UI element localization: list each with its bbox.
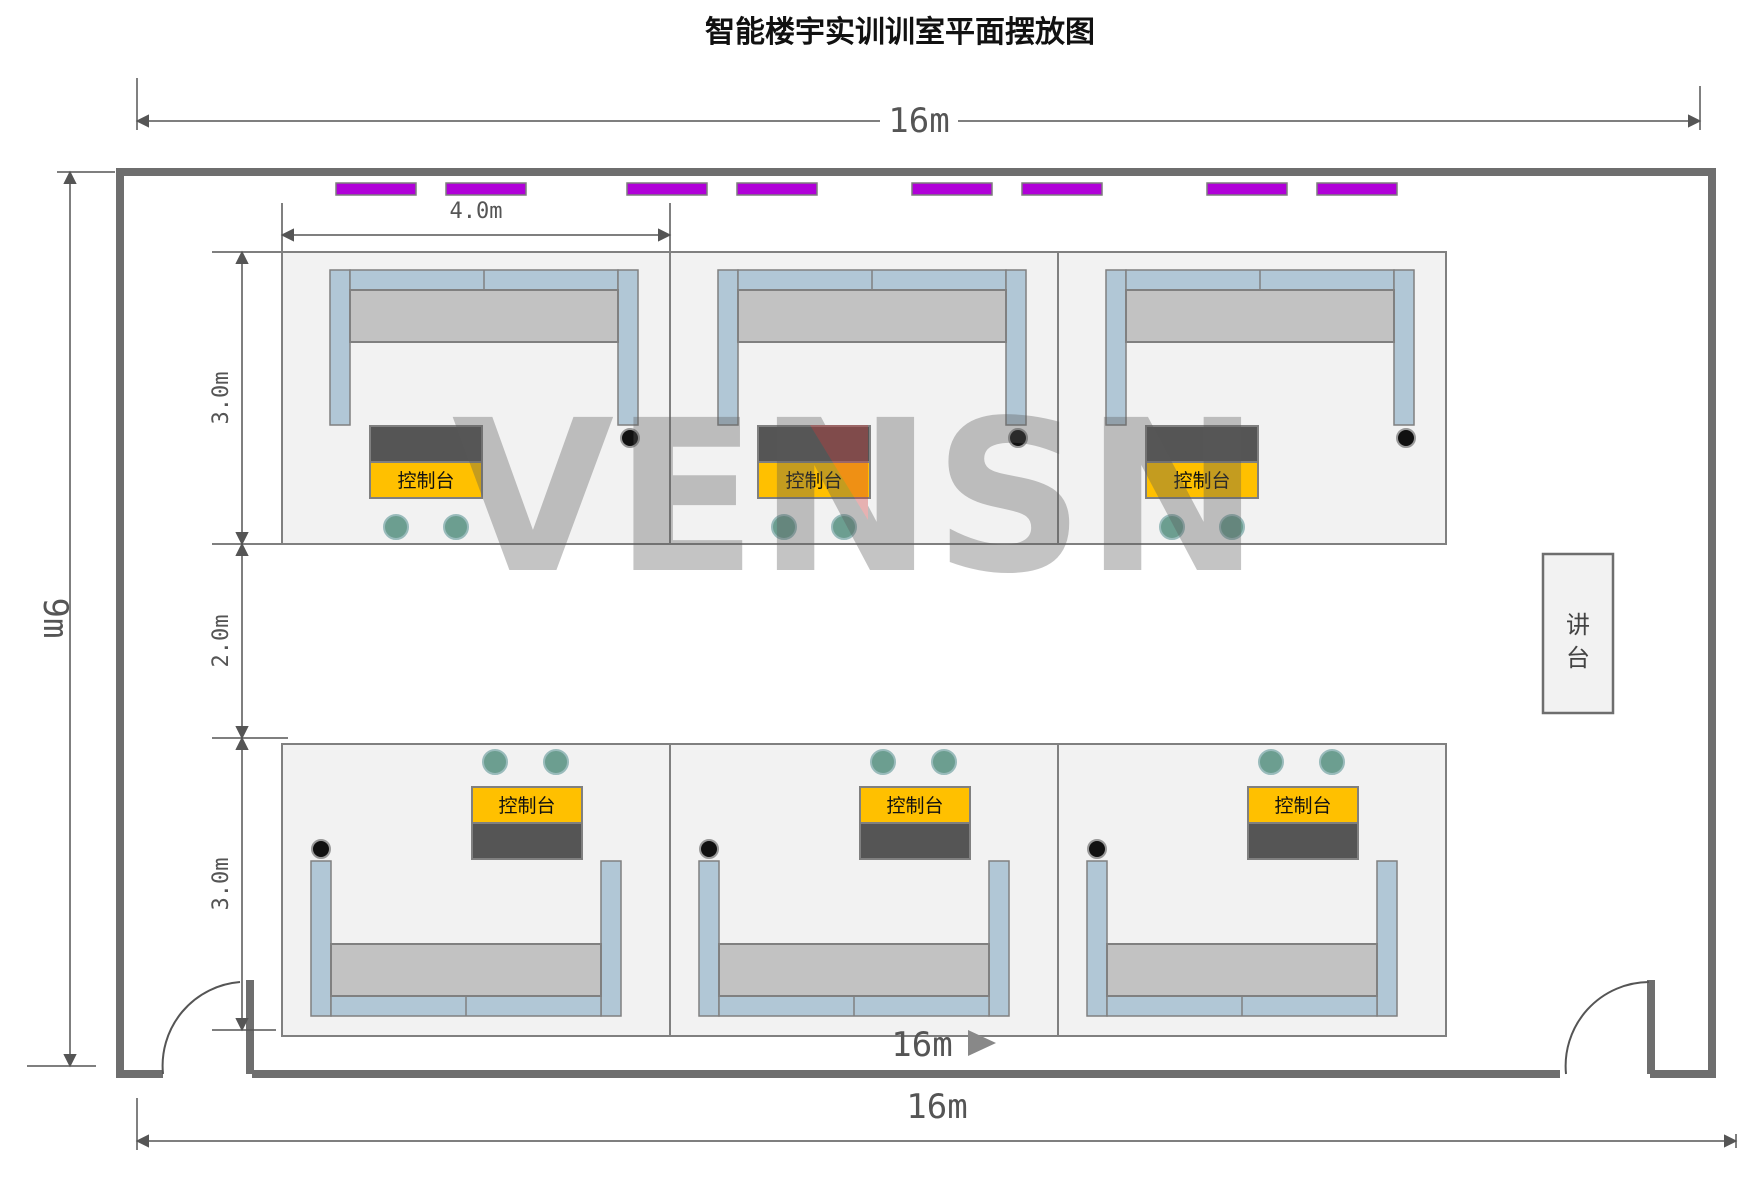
room-walls bbox=[116, 168, 1716, 1078]
ceiling-light bbox=[626, 182, 708, 196]
console-label: 控制台 bbox=[397, 470, 454, 492]
workbench bbox=[1125, 289, 1395, 343]
camera-icon bbox=[311, 839, 331, 859]
console-base bbox=[757, 425, 871, 463]
console-top bbox=[1247, 786, 1359, 824]
aisle-width-label: 2.0m bbox=[209, 615, 234, 668]
ceiling-light bbox=[736, 182, 818, 196]
camera-icon bbox=[1396, 428, 1416, 448]
console-label: 控制台 bbox=[785, 470, 842, 492]
console-base bbox=[1145, 425, 1259, 463]
wall-panel-right bbox=[600, 860, 622, 1017]
workbench bbox=[1106, 943, 1378, 997]
page-title: 智能楼宇实训训室平面摆放图 bbox=[705, 15, 1095, 50]
dimension-top: 16m bbox=[135, 78, 1702, 141]
console-label: 控制台 bbox=[498, 795, 555, 817]
workstation: 控制台 bbox=[669, 251, 1059, 545]
workstation-row-bottom: 控制台 控制台 控制台 bbox=[281, 743, 1447, 1037]
console-label: 控制台 bbox=[1173, 470, 1230, 492]
room-width-inner-label: 16m bbox=[891, 1025, 952, 1065]
workbench bbox=[718, 943, 990, 997]
camera-icon bbox=[699, 839, 719, 859]
door-right bbox=[1564, 981, 1650, 1075]
wall-panel-left bbox=[310, 860, 332, 1017]
ceiling-light bbox=[335, 182, 417, 196]
stool bbox=[482, 749, 508, 775]
console-top bbox=[1145, 461, 1259, 499]
workbench bbox=[330, 943, 602, 997]
wall-panel-left bbox=[329, 269, 351, 426]
stool bbox=[1319, 749, 1345, 775]
watermark-accent bbox=[810, 425, 868, 520]
wall-panel-left bbox=[1086, 860, 1108, 1017]
bottom-row-depth-label: 3.0m bbox=[209, 858, 234, 911]
workstation: 控制台 bbox=[1057, 251, 1447, 545]
workstation-row-top: 控制台 控制台 控制台 bbox=[281, 251, 1447, 545]
console-base bbox=[1247, 822, 1359, 860]
dimension-bottom: 16m bbox=[135, 1087, 1738, 1150]
stool bbox=[931, 749, 957, 775]
stool bbox=[1258, 749, 1284, 775]
ceiling-light bbox=[911, 182, 993, 196]
workstation: 控制台 bbox=[1057, 743, 1447, 1037]
wall-panel-right bbox=[617, 269, 639, 426]
stool bbox=[1159, 514, 1185, 540]
podium-label-line1: 讲 bbox=[1566, 611, 1590, 639]
workbench bbox=[349, 289, 619, 343]
console-top bbox=[859, 786, 971, 824]
workbench bbox=[737, 289, 1007, 343]
stool bbox=[383, 514, 409, 540]
stool bbox=[543, 749, 569, 775]
wall-panel-right bbox=[1005, 269, 1027, 426]
wall-panel-right bbox=[988, 860, 1010, 1017]
stool bbox=[870, 749, 896, 775]
console-base bbox=[859, 822, 971, 860]
stool bbox=[1219, 514, 1245, 540]
ceiling-light bbox=[445, 182, 527, 196]
podium-label-line2: 台 bbox=[1566, 644, 1590, 672]
top-row-depth-label: 3.0m bbox=[209, 372, 234, 425]
stool bbox=[771, 514, 797, 540]
console-top bbox=[369, 461, 483, 499]
wall-panel-left bbox=[698, 860, 720, 1017]
watermark-text: VENSN bbox=[452, 375, 1261, 620]
console-top bbox=[757, 461, 871, 499]
workstation: 控制台 bbox=[281, 743, 671, 1037]
camera-icon bbox=[1087, 839, 1107, 859]
camera-icon bbox=[620, 428, 640, 448]
ceiling-lights bbox=[335, 182, 1398, 196]
room-width-bottom-label: 16m bbox=[906, 1087, 967, 1127]
room-height-label: 9m bbox=[35, 598, 75, 639]
room-width-top-label: 16m bbox=[888, 101, 949, 141]
console-base bbox=[369, 425, 483, 463]
ceiling-light bbox=[1021, 182, 1103, 196]
dimension-left: 9m bbox=[18, 170, 115, 1068]
workstation: 控制台 bbox=[669, 743, 1059, 1037]
workstation: 控制台 bbox=[281, 251, 671, 545]
dimension-inner: 16m bbox=[891, 1025, 996, 1065]
dimension-station-width: 4.0m bbox=[280, 199, 672, 252]
dimension-depths bbox=[212, 250, 288, 1032]
arrow-right-icon bbox=[968, 1030, 996, 1056]
podium: 讲 台 bbox=[1541, 552, 1615, 715]
watermark: VENSN bbox=[452, 375, 1261, 620]
ceiling-light bbox=[1206, 182, 1288, 196]
camera-icon bbox=[1008, 428, 1028, 448]
console-label: 控制台 bbox=[1274, 795, 1331, 817]
console-base bbox=[471, 822, 583, 860]
wall-panel-right bbox=[1376, 860, 1398, 1017]
stool bbox=[443, 514, 469, 540]
ceiling-light bbox=[1316, 182, 1398, 196]
console-label: 控制台 bbox=[886, 795, 943, 817]
door-left bbox=[161, 981, 241, 1075]
wall-panel-left bbox=[717, 269, 739, 426]
wall-panel-left bbox=[1105, 269, 1127, 426]
station-width-label: 4.0m bbox=[450, 199, 503, 224]
stool bbox=[831, 514, 857, 540]
wall-panel-right bbox=[1393, 269, 1415, 426]
